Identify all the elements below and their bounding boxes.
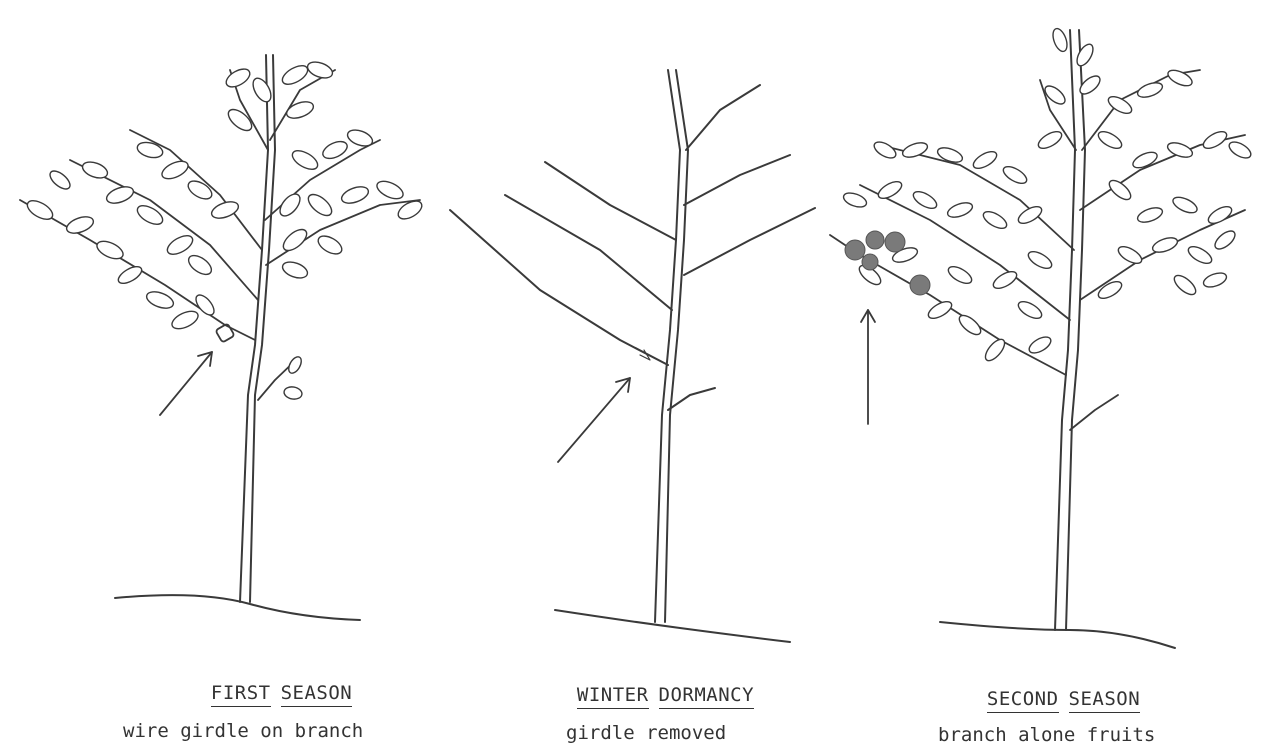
- tree-trunk: [655, 70, 688, 622]
- title-word: WINTER: [577, 684, 649, 709]
- fruiting-branch-arrow: [861, 310, 875, 424]
- title-word: DORMANCY: [659, 684, 755, 709]
- panel-subtitle-winter-dormancy: girdle removed: [566, 722, 726, 744]
- girdle-arrow: [160, 352, 212, 415]
- ground-line: [555, 610, 790, 642]
- fruit-cluster: [845, 231, 930, 295]
- leaves: [842, 27, 1254, 364]
- title-word: SEASON: [281, 682, 353, 707]
- title-word: SECOND: [987, 688, 1059, 713]
- panel-title-second-season: SECOND SEASON: [963, 666, 1140, 713]
- tree-trunk: [240, 55, 275, 602]
- title-word: SEASON: [1069, 688, 1141, 713]
- panel-first-season: [20, 55, 425, 620]
- panel-winter-dormancy: [450, 70, 815, 642]
- bare-branches: [450, 85, 815, 410]
- panel-second-season: [830, 27, 1253, 648]
- ground-line: [115, 595, 360, 620]
- removal-arrow: [558, 378, 630, 462]
- panel-title-first-season: FIRST SEASON: [187, 660, 352, 707]
- wire-girdle: [215, 323, 234, 342]
- panel-title-winter-dormancy: WINTER DORMANCY: [553, 662, 754, 709]
- title-word: FIRST: [211, 682, 271, 707]
- tree-branches: [20, 70, 420, 400]
- tree-trunk: [1055, 30, 1085, 630]
- ground-line: [940, 622, 1175, 648]
- panel-subtitle-first-season: wire girdle on branch: [123, 720, 363, 742]
- leaves: [24, 59, 424, 400]
- panel-subtitle-second-season: branch alone fruits: [938, 724, 1155, 746]
